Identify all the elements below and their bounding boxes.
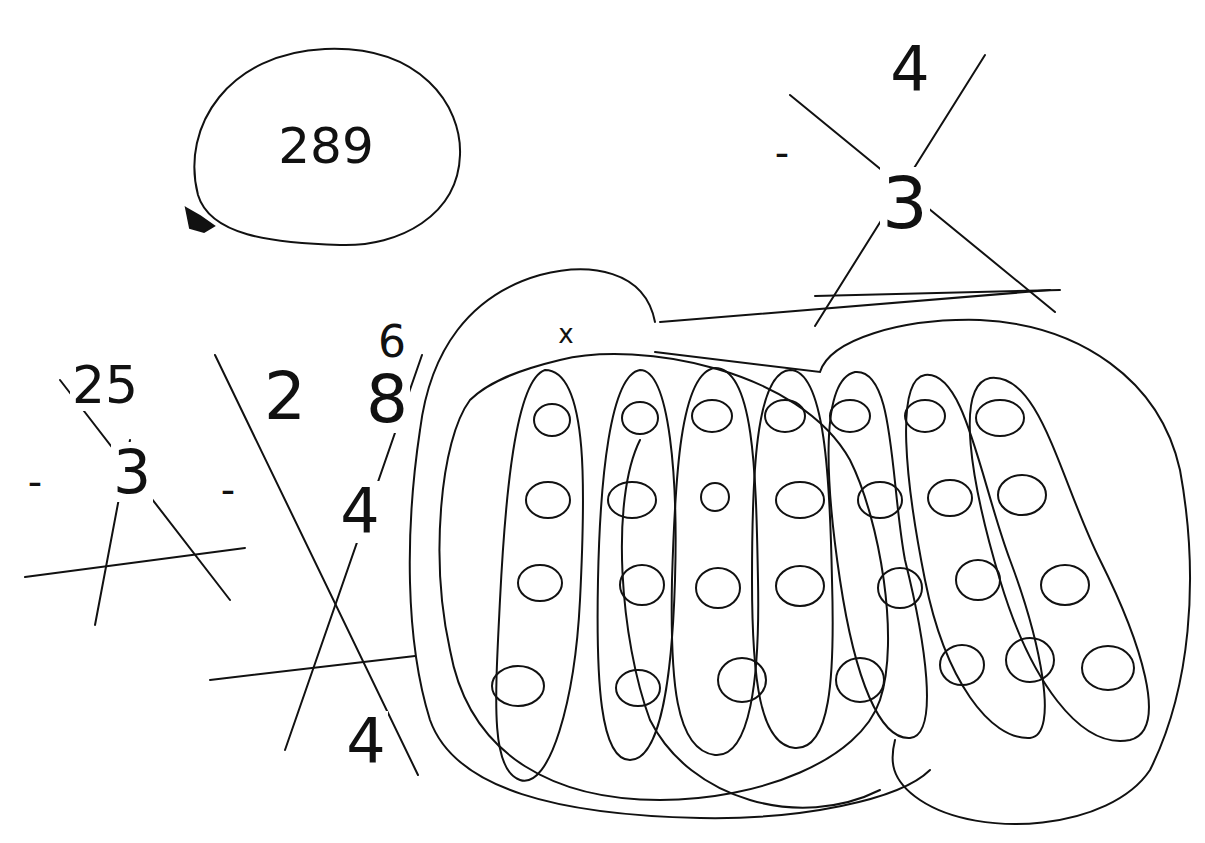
- minus-sign: -: [219, 470, 237, 510]
- subtrahend-digit: 3: [111, 442, 153, 502]
- tally-mark: x: [556, 321, 575, 347]
- minus-sign: -: [773, 133, 791, 173]
- subtrahend-digit: 4: [338, 481, 381, 543]
- correction-digit: 6: [376, 320, 408, 364]
- minuend-number: 25: [70, 359, 140, 411]
- minus-sign: -: [26, 462, 44, 502]
- number-text: 289: [278, 121, 373, 171]
- circled-number: 289: [190, 45, 462, 247]
- minuend-digit: 4: [888, 39, 931, 101]
- ones-digit: 8: [364, 367, 410, 433]
- result-digit: 4: [344, 711, 387, 773]
- tens-digit: 2: [262, 364, 308, 430]
- subtrahend-digit: 3: [880, 167, 930, 239]
